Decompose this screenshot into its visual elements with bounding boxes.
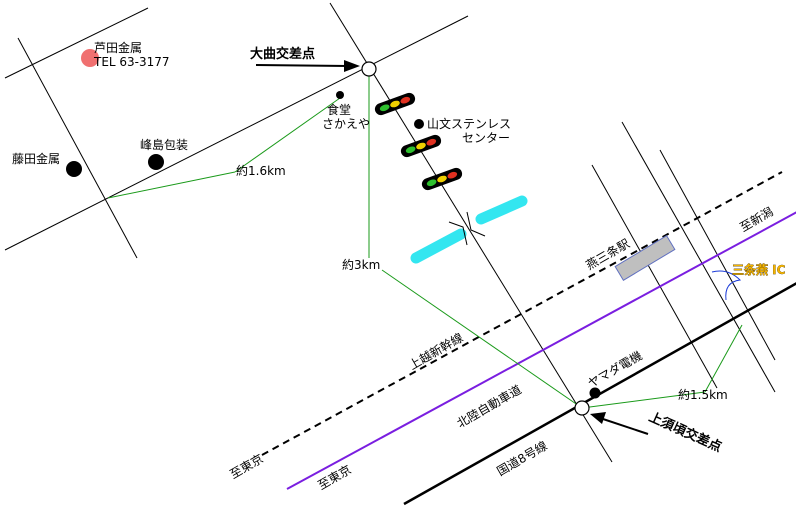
road-long-diagonal [4, 15, 469, 251]
sanbun-marker [414, 119, 424, 129]
shokudo-marker [336, 91, 344, 99]
traffic-light [400, 134, 442, 158]
road-east-1 [591, 164, 718, 389]
roads [4, 2, 776, 463]
route8-label: 国道8号線 [494, 438, 550, 479]
road-left-vertical [17, 37, 138, 259]
distance-label-3: 約1.5km [678, 387, 728, 402]
kamisugoro-intersection-marker [574, 400, 590, 416]
distance-label-2: 約3km [342, 257, 380, 272]
road-northwest-diagonal [4, 7, 149, 79]
minejima-marker [148, 154, 164, 170]
shokudo-label: 食堂 [327, 102, 351, 117]
fujita-marker [66, 161, 82, 177]
fujita-label: 藤田金属 [12, 151, 60, 166]
minejima-label: 峰島包装 [140, 137, 188, 152]
company-tel-label: TEL 63-3177 [93, 55, 170, 69]
kamisugoro-intersection-label: 上須頃交差点 [646, 409, 724, 455]
arrow-kamisugoro [590, 412, 649, 435]
road-main-vertical [329, 2, 613, 463]
guide-line-5 [581, 391, 706, 409]
to-niigata-label: 至新潟 [737, 204, 776, 235]
route8-line [403, 282, 796, 506]
guide-line-4 [381, 269, 583, 409]
bridge-mark-left [448, 221, 468, 246]
shokudo-sub-label: さかえや [322, 117, 370, 131]
guide-line-6 [704, 324, 743, 393]
arrow-omagari [255, 60, 360, 72]
guide-line-1 [107, 171, 236, 199]
guide-line-2 [234, 97, 341, 173]
traffic-light [374, 92, 416, 116]
guide-lines [107, 69, 743, 409]
omagari-intersection-label: 大曲交差点 [250, 46, 315, 62]
company-name-label: 芦田金属 [94, 40, 142, 55]
expressway-line [286, 211, 796, 490]
road-east-2 [621, 121, 776, 393]
company-location-marker [81, 49, 99, 67]
shinkansen-label: 上越新幹線 [406, 330, 465, 373]
river-segment-left [410, 228, 467, 264]
sanbun-sub-label: センター [462, 131, 510, 145]
shinkansen-line [261, 171, 783, 456]
to-tokyo-label-1: 至東京 [228, 451, 266, 481]
sanbun-label: 山文ステンレス [427, 116, 511, 131]
expressway-label: 北陸自動車道 [455, 382, 524, 430]
station-building [614, 235, 676, 281]
to-tokyo-label-2: 至東京 [316, 462, 354, 492]
yamada-marker [589, 387, 601, 399]
ic-label: 三条燕 IC [732, 262, 786, 277]
river-segment-right [475, 195, 528, 225]
bridge-mark-right [466, 211, 486, 237]
distance-label-1: 約1.6km [236, 163, 286, 178]
traffic-light [421, 167, 463, 191]
omagari-intersection-marker [361, 61, 377, 77]
ic-ramp-curve [711, 270, 742, 301]
